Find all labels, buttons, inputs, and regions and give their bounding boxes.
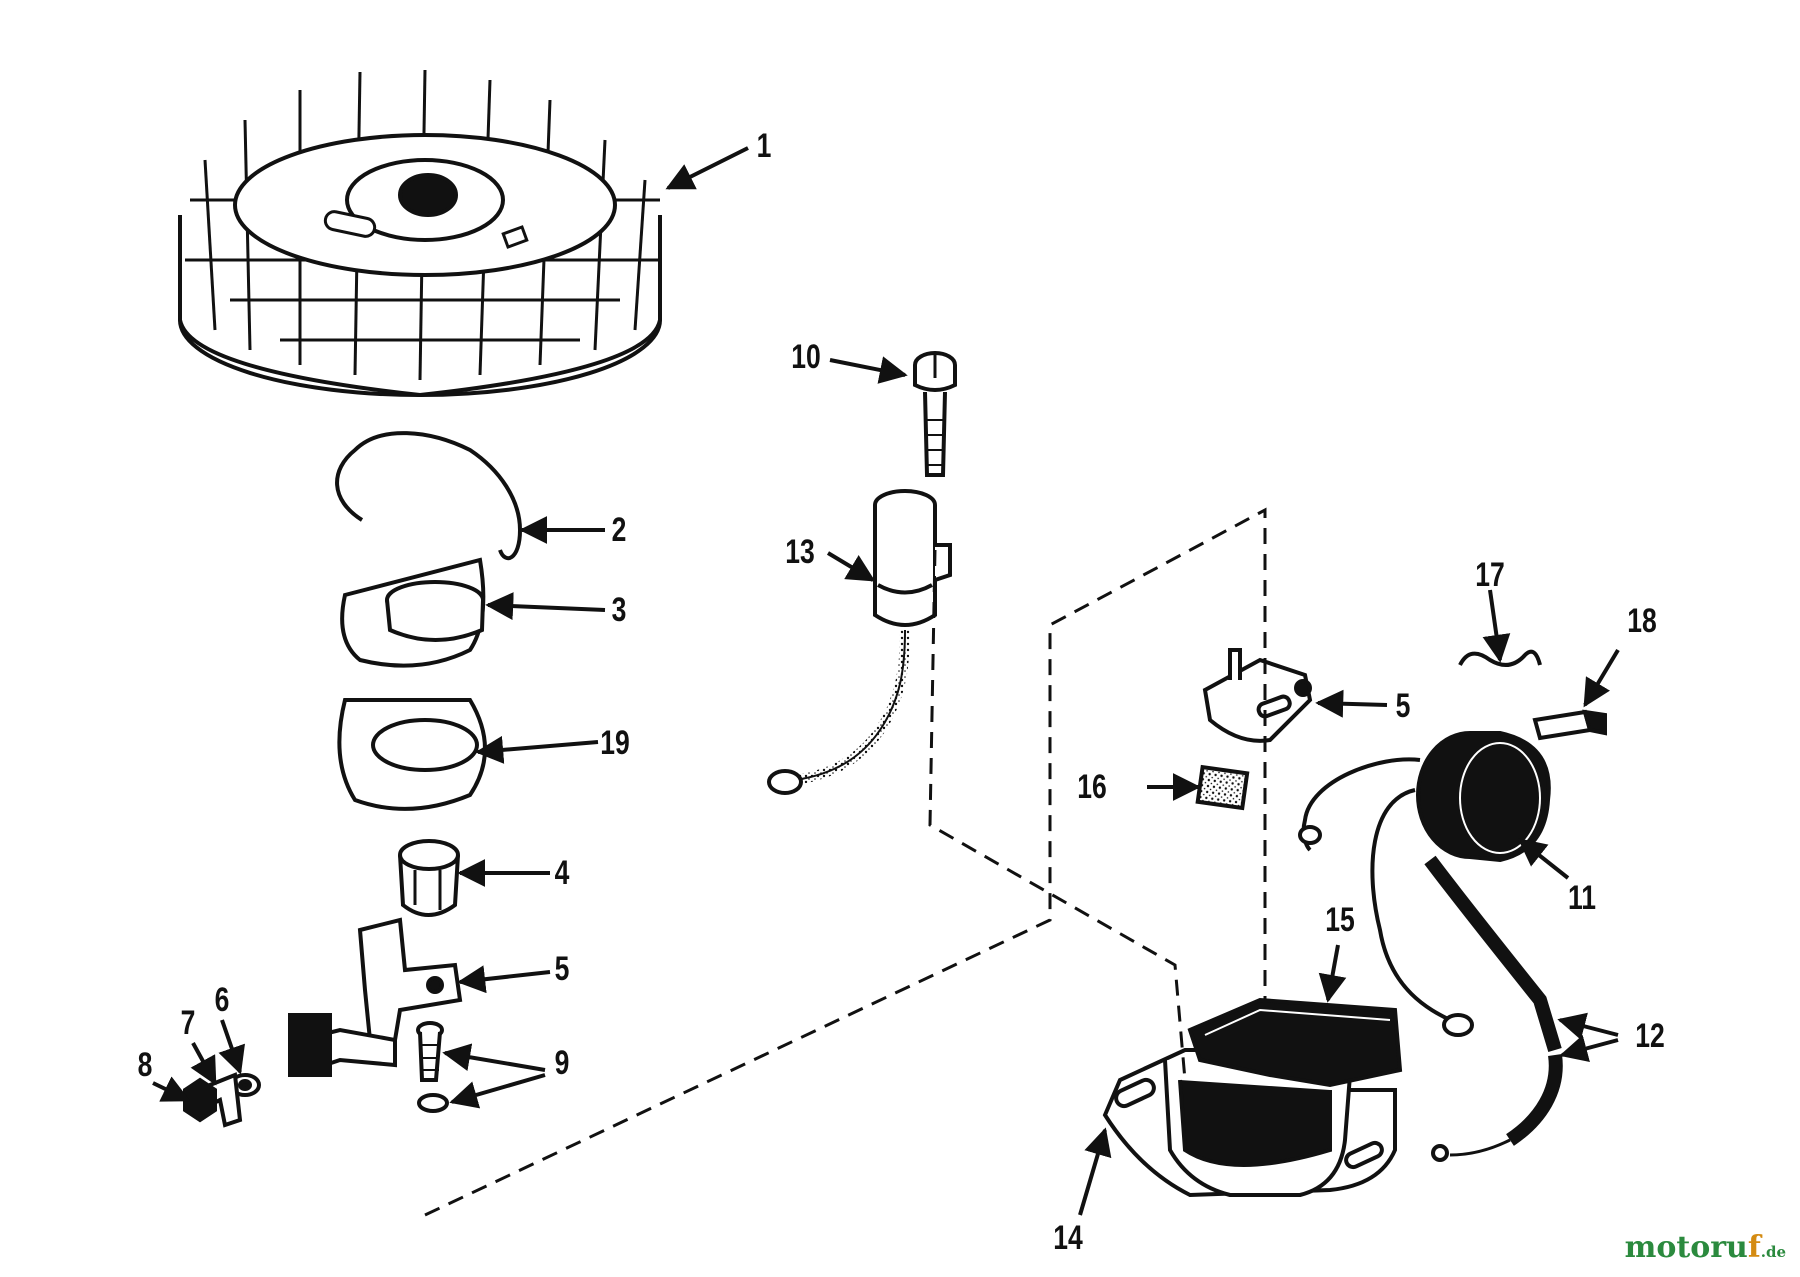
screw-9 (416, 1021, 449, 1113)
clip-18 (1532, 709, 1607, 741)
assembly-dashed-lines (424, 507, 1267, 1217)
callout-6: 6 (214, 981, 230, 1019)
spring-clip (335, 431, 523, 561)
callout-17: 17 (1475, 556, 1505, 594)
callout-2: 2 (611, 511, 627, 549)
callout-10: 10 (791, 338, 821, 376)
leader-arrows (152, 146, 1620, 1216)
sleeve-bushing (398, 839, 460, 917)
armature-bracket (1102, 997, 1403, 1198)
callout-18: 18 (1627, 602, 1657, 640)
callout-1: 1 (756, 127, 772, 165)
callout-15: 15 (1325, 901, 1355, 939)
callout-16: 16 (1077, 768, 1107, 806)
spring-wire (1458, 649, 1542, 667)
callout-9: 9 (554, 1044, 570, 1082)
condenser (767, 489, 952, 795)
screw-10 (913, 351, 957, 477)
callout-12: 12 (1635, 1017, 1665, 1055)
watermark-logo: motoruf.de (1625, 1233, 1786, 1263)
callout-11: 11 (1567, 879, 1597, 917)
felt-pad (1195, 764, 1250, 811)
callout-19: 19 (600, 724, 630, 762)
stationary-bracket (1202, 648, 1313, 743)
flat-washer (337, 698, 487, 811)
watermark-accent: f (1747, 1230, 1761, 1265)
cam-washer (340, 557, 486, 668)
watermark-main: motoru (1624, 1230, 1748, 1265)
breaker-bracket (288, 917, 463, 1077)
callout-7: 7 (180, 1004, 196, 1042)
callout-5-right: 5 (1395, 687, 1411, 725)
flywheel (178, 69, 662, 398)
callout-13: 13 (785, 533, 815, 571)
callout-14: 14 (1053, 1219, 1083, 1257)
callout-4: 4 (554, 854, 570, 892)
watermark-tld: .de (1760, 1243, 1786, 1261)
ignition-coil (1298, 731, 1563, 1162)
nut-8 (183, 1077, 217, 1123)
callout-8: 8 (137, 1046, 153, 1084)
callout-5-left: 5 (554, 950, 570, 988)
callout-3: 3 (611, 591, 627, 629)
